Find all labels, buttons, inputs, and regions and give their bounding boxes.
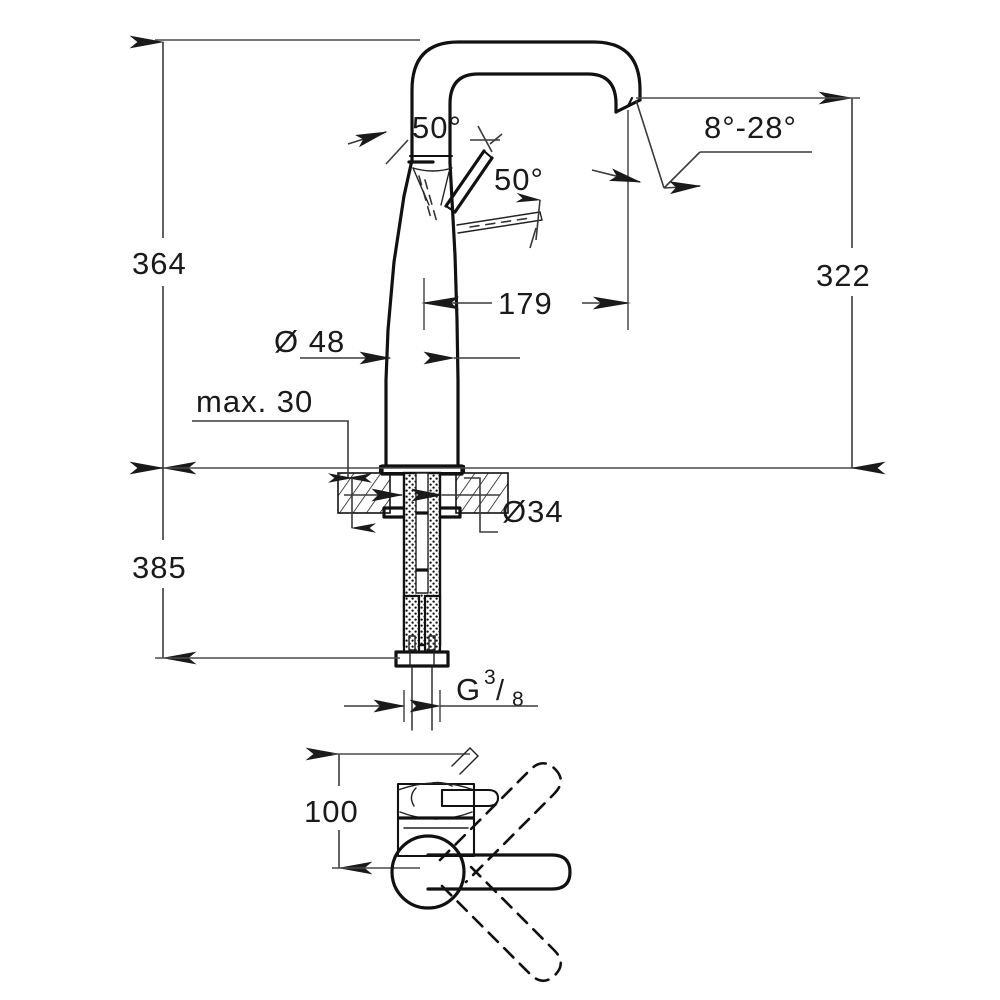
thread-letter: G (456, 672, 481, 707)
label-angle-50-left: 50° (347, 110, 503, 165)
max30-label: max. 30 (196, 384, 313, 419)
dim-364-label: 364 (132, 246, 187, 281)
hose-left (402, 594, 421, 654)
plan-view: 100 (300, 747, 572, 983)
dimension-364: 364 (126, 35, 860, 475)
thread-numerator: 3 (484, 666, 496, 689)
angle-50-left-tick-a (477, 125, 493, 153)
dia34-leader (464, 477, 498, 533)
plan-base-circle (390, 834, 466, 910)
deck-section-left (337, 472, 391, 514)
angle-range-arrow-b (663, 181, 702, 195)
shank-bore (416, 473, 428, 593)
label-thread: G 3 / 8 (344, 666, 538, 722)
body-inner-line-a (418, 175, 433, 223)
angle-range-arrow-a (591, 168, 642, 183)
lever-handle-flat-top (456, 211, 541, 226)
angle-range-leader-down (663, 151, 701, 189)
dim-322-label: 322 (816, 258, 871, 293)
thread-denominator: 8 (512, 688, 524, 711)
lever-handle-up-tip (482, 149, 494, 160)
spout-inner-profile (448, 72, 618, 165)
lever-handle-flat-mid (469, 217, 531, 228)
faucet-body-left (384, 158, 414, 468)
angle-50-left-tick-c (489, 133, 503, 145)
lever-handle-flat-tip (539, 211, 543, 221)
thread-slash: / (496, 675, 505, 707)
hose-connector-r (428, 635, 436, 651)
label-angle-50-right: 50° (494, 162, 544, 249)
plan-lever-stub (410, 787, 417, 807)
plan-handle-raised-tip (469, 747, 479, 757)
plan-spout-dashed-upper (438, 761, 563, 884)
lever-handle-flat-bottom (457, 219, 543, 234)
angle-50-right-leader-tail (529, 227, 537, 249)
hose-fitting-block (394, 650, 450, 668)
max30-leader (192, 420, 372, 483)
label-dia34: Ø34 (328, 473, 564, 533)
plan-handle-raised-ghost-2 (459, 755, 479, 775)
deck-section-right (455, 472, 509, 514)
dimension-322: 322 (636, 91, 908, 475)
base-escutcheon (380, 464, 464, 476)
lever-handle-up-2 (453, 156, 494, 214)
spout-outer-profile (410, 40, 642, 162)
angle-50-left-label: 50° (412, 110, 462, 145)
dia34-label: Ø34 (502, 494, 564, 529)
plan-lever-handle (440, 788, 500, 808)
dimension-dia48: Ø 48 (274, 324, 520, 365)
handle-pivot-mark-r (440, 171, 450, 206)
dimension-385: 385 (126, 461, 400, 665)
dim-179-label: 179 (498, 286, 553, 321)
dim-100-label: 100 (304, 794, 359, 829)
faucet-body-right (448, 161, 460, 468)
lever-handle-up (444, 149, 486, 208)
angle-50-right-leader (515, 192, 542, 241)
dim-385-label: 385 (132, 550, 187, 585)
plan-handle-raised-ghost (451, 747, 471, 767)
plan-spout-dashed-lower (440, 860, 563, 983)
label-max30: max. 30 (192, 384, 372, 483)
plan-lever-pivot (427, 781, 453, 787)
handle-hub (412, 167, 453, 172)
spout-outlet-edge (626, 96, 634, 108)
hose-right (423, 594, 442, 654)
lever-handle-up-cap (444, 204, 457, 214)
shank-bore-outline (415, 472, 429, 594)
angle-range-label: 8°-28° (704, 110, 797, 145)
body-inner-line-b (424, 179, 439, 227)
plan-spout-solid (426, 853, 572, 891)
hose-connector-l (408, 635, 416, 651)
dim-dia48-label: Ø 48 (274, 324, 345, 359)
plan-body-rect (396, 782, 476, 858)
dimension-179: 179 (420, 110, 632, 330)
angle-range-arrow-left (635, 99, 665, 189)
dimension-100: 100 (300, 747, 470, 875)
angle-50-left-leader (385, 139, 409, 165)
handle-pivot-mark-l (412, 167, 430, 206)
angle-50-left-arrow (347, 131, 388, 148)
angle-50-right-label: 50° (494, 162, 544, 197)
label-angle-range: 8°-28° (591, 99, 812, 195)
